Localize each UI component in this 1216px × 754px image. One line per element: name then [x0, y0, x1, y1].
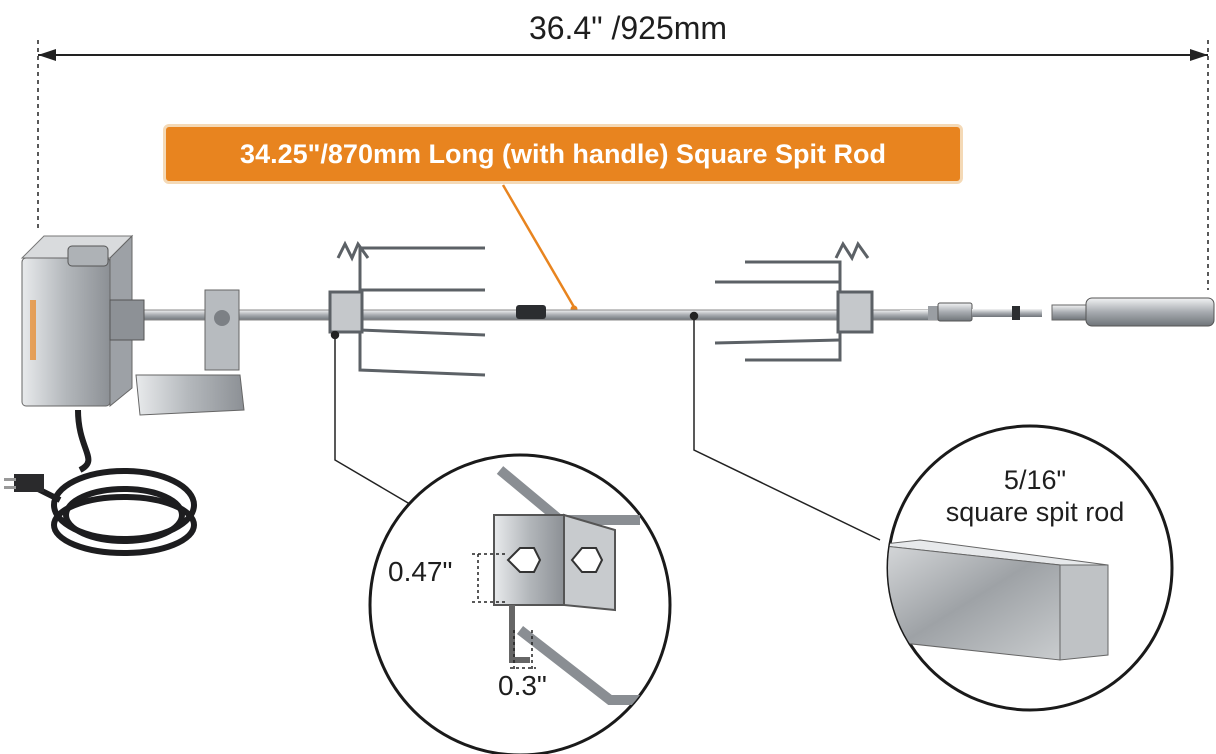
handle-icon [900, 297, 1215, 327]
plug-icon [4, 474, 44, 492]
motor-icon [20, 234, 245, 416]
power-cord-icon [28, 409, 197, 556]
fork-bracket-detail [368, 453, 672, 754]
rod-length-callout-text: 34.25"/870mm Long (with handle) Square S… [240, 138, 886, 169]
overall-dimension-line [37, 40, 1209, 290]
rod-size-line1: 5/16" [1003, 465, 1067, 495]
gap-dimension [472, 553, 536, 672]
fork-thickness-label: 0.3" [498, 670, 547, 701]
forks-icon [714, 240, 874, 362]
callout-pointer [501, 184, 578, 313]
spit-rod [139, 305, 941, 321]
overall-length-label: 36.4" /925mm [528, 10, 728, 46]
rod-size-line2: square spit rod [945, 497, 1125, 527]
rod-size-label: 5/16" square spit rod [905, 464, 1165, 528]
leader-lines [330, 311, 881, 541]
square-rod-detail [886, 424, 1174, 712]
fork-gap-label: 0.47" [388, 556, 453, 587]
forks-icon [328, 240, 486, 377]
rod-length-callout: 34.25"/870mm Long (with handle) Square S… [163, 124, 963, 184]
